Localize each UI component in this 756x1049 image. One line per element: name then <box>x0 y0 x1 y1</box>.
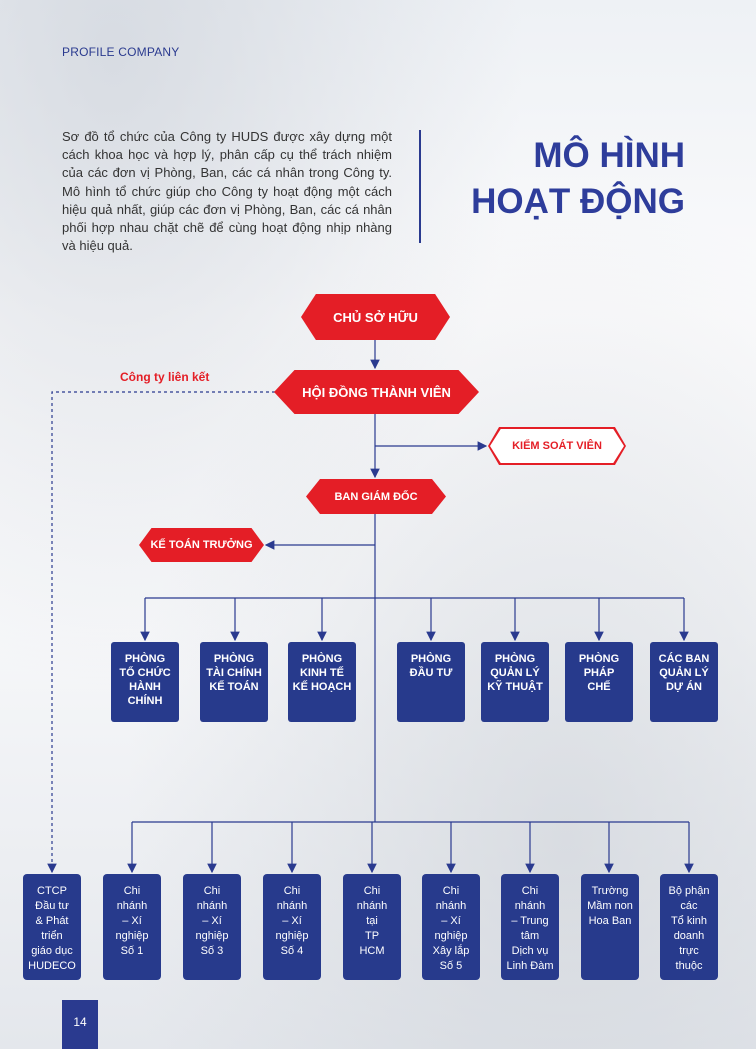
directors-box: BAN GIÁM ĐỐC <box>306 479 446 514</box>
department-box: PHÒNG TÀI CHÍNH KẾ TOÁN <box>200 642 268 722</box>
title-line-1: MÔ HÌNH <box>533 136 685 175</box>
intro-paragraph: Sơ đồ tổ chức của Công ty HUDS được xây … <box>62 129 392 254</box>
department-label: CÁC BAN QUẢN LÝ DỰ ÁN <box>658 653 710 693</box>
unit-box: Chi nhánh tại TP HCM <box>343 874 401 980</box>
unit-label: Chi nhánh – Xí nghiệp Xây lắp Số 5 <box>432 885 470 972</box>
unit-label: Chi nhánh tại TP HCM <box>356 885 388 957</box>
title-line-2: HOẠT ĐỘNG <box>471 182 685 221</box>
unit-box: Chi nhánh – Xí nghiệp Số 1 <box>103 874 161 980</box>
controller-label: KIỂM SOÁT VIÊN <box>490 429 624 463</box>
unit-label: Chi nhánh – Trung tâm Dịch vụ Linh Đàm <box>506 885 554 972</box>
unit-label: CTCP Đầu tư & Phát triển giáo dục HUDECO <box>28 885 76 972</box>
chief-accountant-box: KẾ TOÁN TRƯỞNG <box>139 528 264 562</box>
associate-company-label: Công ty liên kết <box>120 370 210 384</box>
unit-box: Bộ phận các Tổ kinh doanh trực thuộc <box>660 874 718 980</box>
unit-box: CTCP Đầu tư & Phát triển giáo dục HUDECO <box>23 874 81 980</box>
unit-box: Trường Mầm non Hoa Ban <box>581 874 639 980</box>
unit-box: Chi nhánh – Xí nghiệp Số 4 <box>263 874 321 980</box>
page-title: MÔ HÌNH HOẠT ĐỘNG <box>471 133 685 225</box>
department-box: PHÒNG PHÁP CHẾ <box>565 642 633 722</box>
unit-label: Chi nhánh – Xí nghiệp Số 4 <box>275 885 309 957</box>
unit-box: Chi nhánh – Xí nghiệp Số 3 <box>183 874 241 980</box>
unit-label: Chi nhánh – Xí nghiệp Số 1 <box>115 885 149 957</box>
department-label: PHÒNG TỔ CHỨC HÀNH CHÍNH <box>119 653 171 707</box>
department-label: PHÒNG TÀI CHÍNH KẾ TOÁN <box>206 653 262 693</box>
department-box: PHÒNG QUẢN LÝ KỸ THUẬT <box>481 642 549 722</box>
department-label: PHÒNG QUẢN LÝ KỸ THUẬT <box>487 653 543 693</box>
header-label: PROFILE COMPANY <box>62 45 180 59</box>
department-box: CÁC BAN QUẢN LÝ DỰ ÁN <box>650 642 718 722</box>
department-label: PHÒNG KINH TẾ KẾ HOẠCH <box>292 653 352 693</box>
page-number: 14 <box>62 1000 98 1049</box>
unit-box: Chi nhánh – Trung tâm Dịch vụ Linh Đàm <box>501 874 559 980</box>
unit-label: Bộ phận các Tổ kinh doanh trực thuộc <box>668 885 710 972</box>
owner-box: CHỦ SỞ HỮU <box>301 294 450 340</box>
department-label: PHÒNG PHÁP CHẾ <box>578 653 620 693</box>
department-box: PHÒNG TỔ CHỨC HÀNH CHÍNH <box>111 642 179 722</box>
controller-box: KIỂM SOÁT VIÊN <box>488 427 626 465</box>
department-label: PHÒNG ĐẦU TƯ <box>409 653 453 679</box>
department-box: PHÒNG ĐẦU TƯ <box>397 642 465 722</box>
unit-label: Trường Mầm non Hoa Ban <box>587 885 633 927</box>
divider-line <box>419 130 421 243</box>
unit-label: Chi nhánh – Xí nghiệp Số 3 <box>195 885 229 957</box>
department-box: PHÒNG KINH TẾ KẾ HOẠCH <box>288 642 356 722</box>
council-box: HỘI ĐỒNG THÀNH VIÊN <box>274 370 479 414</box>
unit-box: Chi nhánh – Xí nghiệp Xây lắp Số 5 <box>422 874 480 980</box>
